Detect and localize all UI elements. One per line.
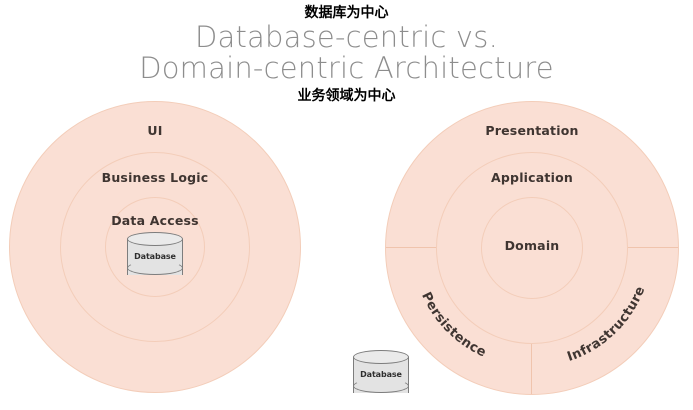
sector-divider-left <box>386 247 436 248</box>
page-title-line-1: Database-centric vs. <box>194 20 498 54</box>
annotation-domain-centric: 业务领域为中心 <box>297 88 396 104</box>
layer-label-business-logic: Business Logic <box>101 170 209 185</box>
layer-label-application: Application <box>491 170 573 185</box>
sector-divider-bottom <box>531 344 532 394</box>
database-cylinder-external: Database <box>353 350 409 400</box>
page-title-line-2: Domain-centric Architecture <box>139 51 554 85</box>
layer-label-ui: UI <box>147 123 163 138</box>
cylinder-top-ellipse <box>127 232 183 246</box>
cylinder-top-ellipse <box>353 350 409 364</box>
cylinder-bottom-ellipse <box>353 379 409 393</box>
database-cylinder-label: Database <box>134 252 176 261</box>
layer-ring-domain <box>481 197 583 299</box>
database-cylinder-center: Database <box>127 232 183 282</box>
database-cylinder-label: Database <box>360 370 402 379</box>
layer-label-data-access: Data Access <box>111 213 199 228</box>
layer-label-presentation: Presentation <box>485 123 579 138</box>
layer-label-domain: Domain <box>504 238 560 253</box>
sector-divider-right <box>628 247 678 248</box>
annotation-database-centric: 数据库为中心 <box>304 5 389 21</box>
cylinder-bottom-ellipse <box>127 261 183 275</box>
